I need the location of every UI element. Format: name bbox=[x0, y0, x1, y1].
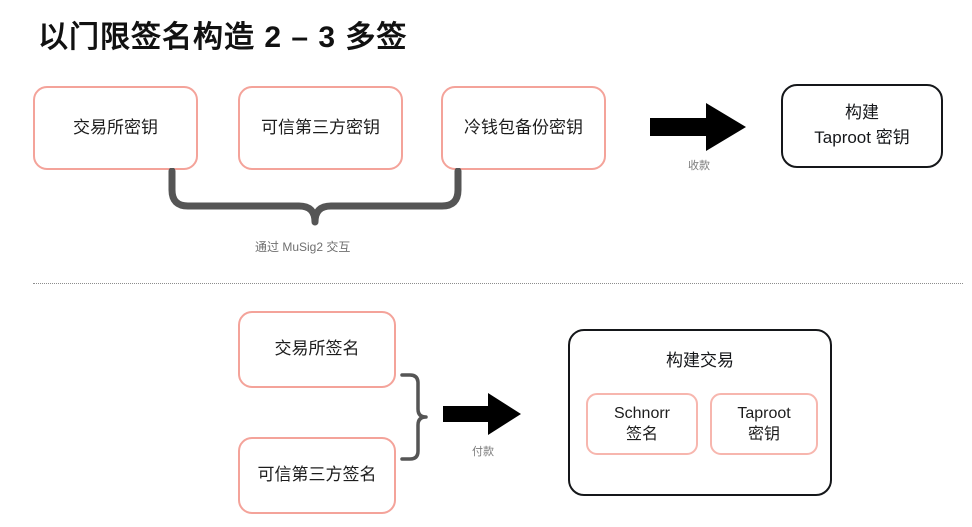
signature-group-brace bbox=[398, 372, 434, 462]
arrow-right-icon bbox=[443, 393, 521, 435]
receive-arrow-label: 收款 bbox=[688, 160, 710, 172]
key-box-trusted-third-party-label: 可信第三方密钥 bbox=[261, 117, 380, 137]
key-box-trusted-third-party[interactable]: 可信第三方密钥 bbox=[238, 86, 403, 170]
schnorr-signature-line2: 签名 bbox=[625, 426, 658, 443]
signature-box-trusted-third-party[interactable]: 可信第三方签名 bbox=[238, 437, 396, 514]
page-title: 以门限签名构造 2 – 3 多签 bbox=[38, 21, 408, 54]
arrow-right-icon bbox=[650, 103, 746, 151]
musig2-brace bbox=[155, 167, 475, 238]
musig2-brace-icon bbox=[168, 167, 462, 226]
signature-box-exchange[interactable]: 交易所签名 bbox=[238, 311, 396, 388]
signature-box-exchange-label: 交易所签名 bbox=[274, 339, 360, 359]
taproot-key-box[interactable]: Taproot 密钥 bbox=[710, 393, 818, 455]
schnorr-signature-box[interactable]: Schnorr 签名 bbox=[586, 393, 698, 455]
key-box-exchange-label: 交易所密钥 bbox=[73, 117, 158, 137]
section-divider bbox=[33, 283, 963, 284]
build-taproot-key-box[interactable]: 构建 Taproot 密钥 bbox=[781, 84, 943, 168]
build-taproot-key-line1: 构建 bbox=[845, 103, 879, 123]
receive-arrow bbox=[650, 103, 748, 151]
pay-arrow bbox=[443, 393, 523, 435]
build-transaction-title: 构建交易 bbox=[666, 351, 734, 370]
build-transaction-box[interactable]: 构建交易 Schnorr 签名 Taproot 密钥 bbox=[568, 329, 832, 496]
key-box-cold-wallet-backup[interactable]: 冷钱包备份密钥 bbox=[441, 86, 606, 170]
signature-box-trusted-third-party-label: 可信第三方签名 bbox=[257, 465, 377, 485]
pay-arrow-label: 付款 bbox=[472, 446, 494, 458]
key-box-exchange[interactable]: 交易所密钥 bbox=[33, 86, 198, 170]
build-taproot-key-line2: Taproot 密钥 bbox=[814, 128, 910, 147]
schnorr-signature-line1: Schnorr bbox=[613, 404, 671, 422]
musig2-brace-label: 通过 MuSig2 交互 bbox=[255, 240, 351, 254]
taproot-key-line2: 密钥 bbox=[747, 426, 780, 443]
key-box-cold-wallet-backup-label: 冷钱包备份密钥 bbox=[464, 117, 583, 137]
taproot-key-line1: Taproot bbox=[737, 404, 791, 422]
signature-group-brace-icon bbox=[400, 373, 428, 461]
